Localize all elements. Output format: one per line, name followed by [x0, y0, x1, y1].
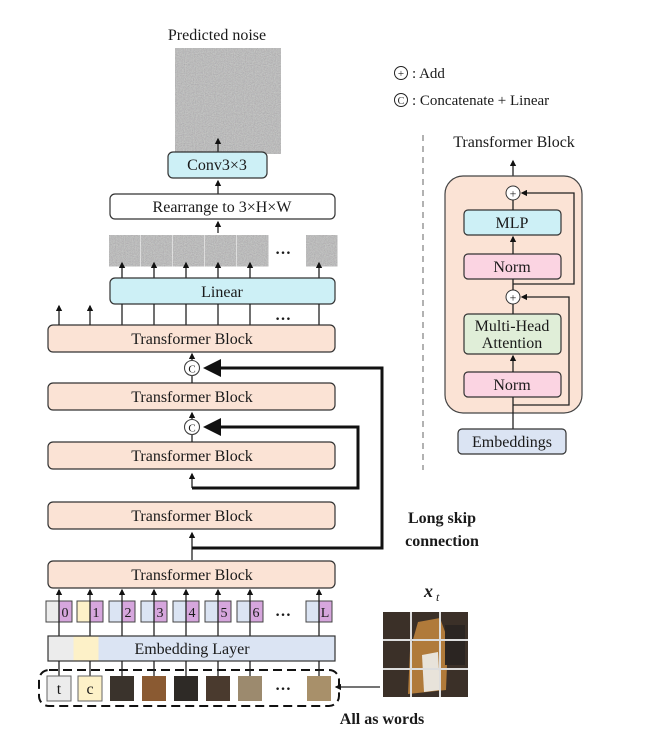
add-symbol: + [510, 187, 517, 201]
input-condition-label: c [86, 681, 93, 698]
predicted-noise-image [175, 48, 263, 136]
token-embedding [236, 600, 251, 623]
noise-patch [237, 235, 263, 261]
embedding-layer-box [47, 635, 336, 662]
position-id: 2 [125, 606, 132, 621]
transformer-block-label: Transformer Block [131, 448, 253, 465]
output-patches [109, 235, 332, 278]
detail-embeddings-box [457, 428, 567, 455]
position-id: 1 [93, 606, 100, 621]
patches-ellipsis: … [275, 241, 291, 258]
legend-add-text: : Add [412, 66, 445, 82]
input-image-patch [307, 676, 331, 701]
predicted-noise-title: Predicted noise [168, 27, 266, 44]
noise-patch [205, 235, 231, 261]
transformer-block-label: Transformer Block [131, 331, 253, 348]
conv3x3-label: Conv3×3 [187, 157, 247, 174]
transformer-block-1 [47, 324, 336, 353]
token-embedding [140, 600, 155, 623]
concat-symbol: C [398, 96, 405, 107]
linear-ellipsis: … [275, 307, 291, 324]
inputs-ellipsis: … [275, 677, 291, 694]
skip-label-line1: Long skip [408, 510, 476, 527]
long-skip-outer [192, 359, 384, 550]
concat-node-2: C [183, 418, 201, 436]
conv3x3-box [167, 151, 268, 179]
input-image-patch [174, 676, 198, 701]
linear-output-arrows [121, 304, 320, 325]
input-condition [77, 675, 103, 702]
input-timestep [46, 675, 72, 702]
position-id: 0 [62, 606, 69, 621]
xt-label-subscript: t [436, 590, 440, 604]
transformer-block-5 [47, 560, 336, 589]
position-id: 3 [157, 606, 164, 621]
legend-concat-text: : Concatenate + Linear [412, 93, 549, 109]
token-embedding [76, 600, 91, 623]
detail-residual-2 [513, 189, 575, 285]
input-image-patch [142, 676, 166, 701]
detail-mha-line2: Attention [482, 335, 542, 352]
noise-patch [141, 235, 167, 261]
all-as-words-label: All as words [340, 711, 424, 728]
token-embedding [204, 600, 219, 623]
concat-symbol: C [188, 364, 195, 376]
position-tokens: 0 1 2 3 4 5 6 L [45, 588, 333, 636]
detail-mlp-label: MLP [496, 215, 529, 232]
rearrange-label: Rearrange to 3×H×W [153, 199, 293, 216]
detail-mha-line1: Multi-Head [475, 318, 550, 335]
detail-norm-bottom-label: Norm [493, 377, 531, 394]
input-image-patch [206, 676, 230, 701]
linear-label: Linear [201, 284, 243, 301]
noise-patch [173, 235, 199, 261]
detail-residual-1 [513, 293, 570, 406]
xt-label-x: x [423, 581, 433, 601]
noise-patch [306, 235, 332, 261]
xt-label: x t [423, 581, 440, 604]
detail-embeddings-label: Embeddings [472, 434, 552, 451]
position-id: L [321, 606, 330, 621]
long-skip-inner [192, 418, 360, 490]
detail-add-top: + [505, 185, 521, 201]
rearrange-box [109, 193, 336, 220]
legend-concat: C : Concatenate + Linear [394, 93, 549, 109]
concat-node-1: C [183, 359, 201, 377]
transformer-block-label: Transformer Block [131, 508, 253, 525]
detail-add-bottom: + [505, 289, 521, 305]
transformer-block-4 [47, 501, 336, 530]
position-id: 6 [253, 606, 260, 621]
position-id: 4 [189, 606, 196, 621]
add-symbol: + [398, 68, 404, 80]
legend-add: + : Add [394, 66, 445, 82]
input-timestep-label: t [57, 681, 62, 698]
token-embedding [45, 600, 60, 623]
token-embedding [172, 600, 187, 623]
token-embedding [305, 600, 320, 623]
xt-image [383, 612, 468, 697]
detail-norm-top-label: Norm [493, 259, 531, 276]
detail-title: Transformer Block [453, 134, 575, 151]
input-image-patch [110, 676, 134, 701]
linear-box [109, 277, 336, 305]
noise-patch [109, 235, 135, 261]
skip-label-line2: connection [405, 533, 479, 550]
transformer-block-label: Transformer Block [131, 389, 253, 406]
tokens-ellipsis: … [275, 603, 291, 620]
position-id: 5 [221, 606, 228, 621]
add-symbol: + [510, 291, 517, 305]
input-image-patch [238, 676, 262, 701]
all-as-words-group [38, 669, 340, 707]
embedding-layer-label: Embedding Layer [134, 641, 250, 658]
concat-symbol: C [188, 423, 195, 435]
transformer-block-label: Transformer Block [131, 567, 253, 584]
token-embedding [108, 600, 123, 623]
